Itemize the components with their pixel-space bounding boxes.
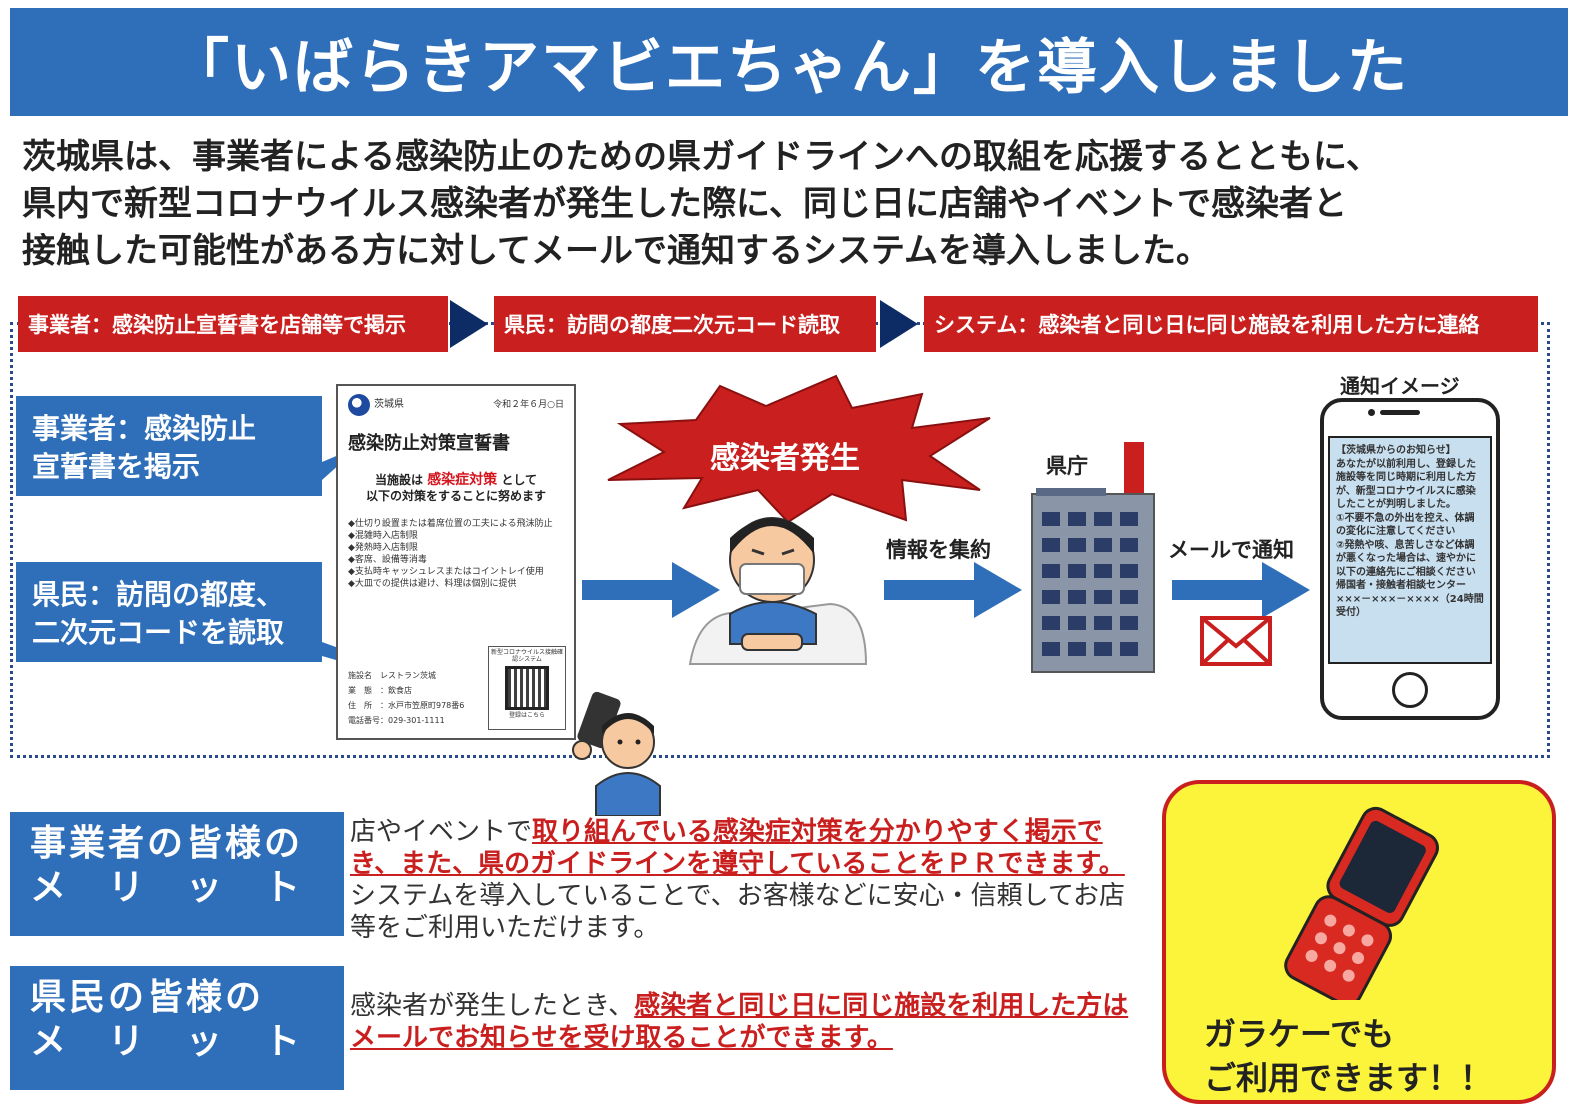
phone-message: 【茨城県からのお知らせ】 あなたが以前利用し、登録した施設等を同じ時期に利用した…: [1328, 436, 1492, 664]
list-item: 客席、設備等消毒: [348, 554, 564, 566]
flip-phone-note: ガラケーでも ご利用できます！！: [1204, 1015, 1493, 1097]
declaration-prefecture: 茨城県: [374, 399, 404, 410]
arrow-right-icon: [582, 562, 720, 618]
sick-person-illustration: [688, 517, 868, 665]
page-title: 「いばらきアマビエちゃん」を導入しました: [169, 32, 1409, 103]
qr-code-panel: 新型コロナウイルス接触確認システム 登録はこちら: [488, 646, 566, 730]
title-banner: 「いばらきアマビエちゃん」を導入しました: [10, 8, 1568, 116]
callout-citizen: 県民：訪問の都度、 二次元コードを読取: [16, 562, 322, 662]
explosion-burst-icon: [607, 374, 991, 524]
merit-business-text: 店やイベントで取り組んでいる感染症対策を分かりやすく掲示でき、また、県のガイドラ…: [350, 817, 1126, 943]
declaration-measures: 仕切り設置または着席位置の工夫による飛沫防止 混雑時入店制限 発熱時入店制限 客…: [348, 518, 564, 590]
list-item: 混雑時入店制限: [348, 530, 564, 542]
merit-citizen-heading: 県民の皆様の メ リ ッ ト: [10, 966, 344, 1090]
notify-caption: 通知イメージ: [1340, 374, 1460, 398]
callout-line: 事業者：感染防止: [32, 412, 257, 445]
prefecture-office-label: 県庁: [1046, 454, 1088, 478]
list-item: 大皿での提供は避け、料理は個別に提供: [348, 578, 564, 590]
step-citizen: 県民：訪問の都度二次元コード読取: [494, 296, 876, 352]
intro-line: 接触した可能性がある方に対してメールで通知するシステムを導入しました。: [22, 231, 1210, 271]
burst-label: 感染者発生: [710, 441, 860, 476]
amabie-prefecture-logo-icon: [348, 394, 370, 416]
phone-camera: [1368, 409, 1375, 416]
callout-line: 二次元コードを読取: [32, 616, 285, 649]
merit-business-heading: 事業者の皆様の メ リ ッ ト: [10, 812, 344, 936]
declaration-title: 感染防止対策宣誓書: [348, 433, 510, 454]
gather-label: 情報を集約: [886, 538, 991, 562]
step-system: システム：感染者と同じ日に同じ施設を利用した方に連絡: [924, 296, 1538, 352]
declaration-footer: 施設名 レストラン茨城 業 態 ：飲食店 住 所 ：水戸市笠原町978番6 電話…: [348, 671, 465, 725]
callout-line: 宣誓書を掲示: [32, 450, 201, 483]
list-item: 発熱時入店制限: [348, 542, 564, 554]
callout-business: 事業者：感染防止 宣誓書を掲示: [16, 396, 322, 496]
declaration-document: 茨城県 令和２年６月○日 感染防止対策宣誓書 当施設は 感染症対策 として 以下…: [336, 384, 576, 740]
intro-line: 茨城県は、事業者による感染防止のための県ガイドラインへの取組を応援するとともに、: [22, 137, 1380, 177]
arrow-right-icon: [1172, 562, 1310, 618]
list-item: 支払時キャッシュレスまたはコイントレイ使用: [348, 566, 564, 578]
arrow-right-icon: [880, 300, 918, 348]
callout-line: 県民：訪問の都度、: [32, 578, 285, 611]
envelope-icon: [1200, 616, 1272, 666]
intro-line: 県内で新型コロナウイルス感染者が発生した際に、同じ日に店舗やイベントで感染者と: [22, 184, 1347, 224]
list-item: 仕切り設置または着席位置の工夫による飛沫防止: [348, 518, 564, 530]
smartphone-scan-person-illustration: [572, 691, 661, 816]
declaration-header: 茨城県 令和２年６月○日: [348, 394, 564, 416]
office-building-icon: [1031, 442, 1155, 673]
intro-paragraph: 茨城県は、事業者による感染防止のための県ガイドラインへの取組を応援するとともに、…: [22, 134, 1567, 275]
arrow-right-icon: [450, 300, 488, 348]
arrow-right-icon: [884, 562, 1022, 618]
phone-home-button: [1392, 672, 1428, 708]
flip-phone-icon: [1284, 806, 1439, 1000]
qr-code-icon: [505, 666, 549, 710]
declaration-lead: 当施設は 感染症対策 として 以下の対策をすることに努めます: [365, 472, 546, 503]
mail-label: メールで通知: [1168, 538, 1294, 562]
phone-speaker: [1380, 410, 1420, 415]
declaration-date: 令和２年６月○日: [493, 400, 564, 410]
step-business: 事業者：感染防止宣誓書を店舗等で掲示: [18, 296, 448, 352]
merit-citizen-text: 感染者が発生したとき、感染者と同じ日に同じ施設を利用した方はメールでお知らせを受…: [350, 991, 1129, 1053]
